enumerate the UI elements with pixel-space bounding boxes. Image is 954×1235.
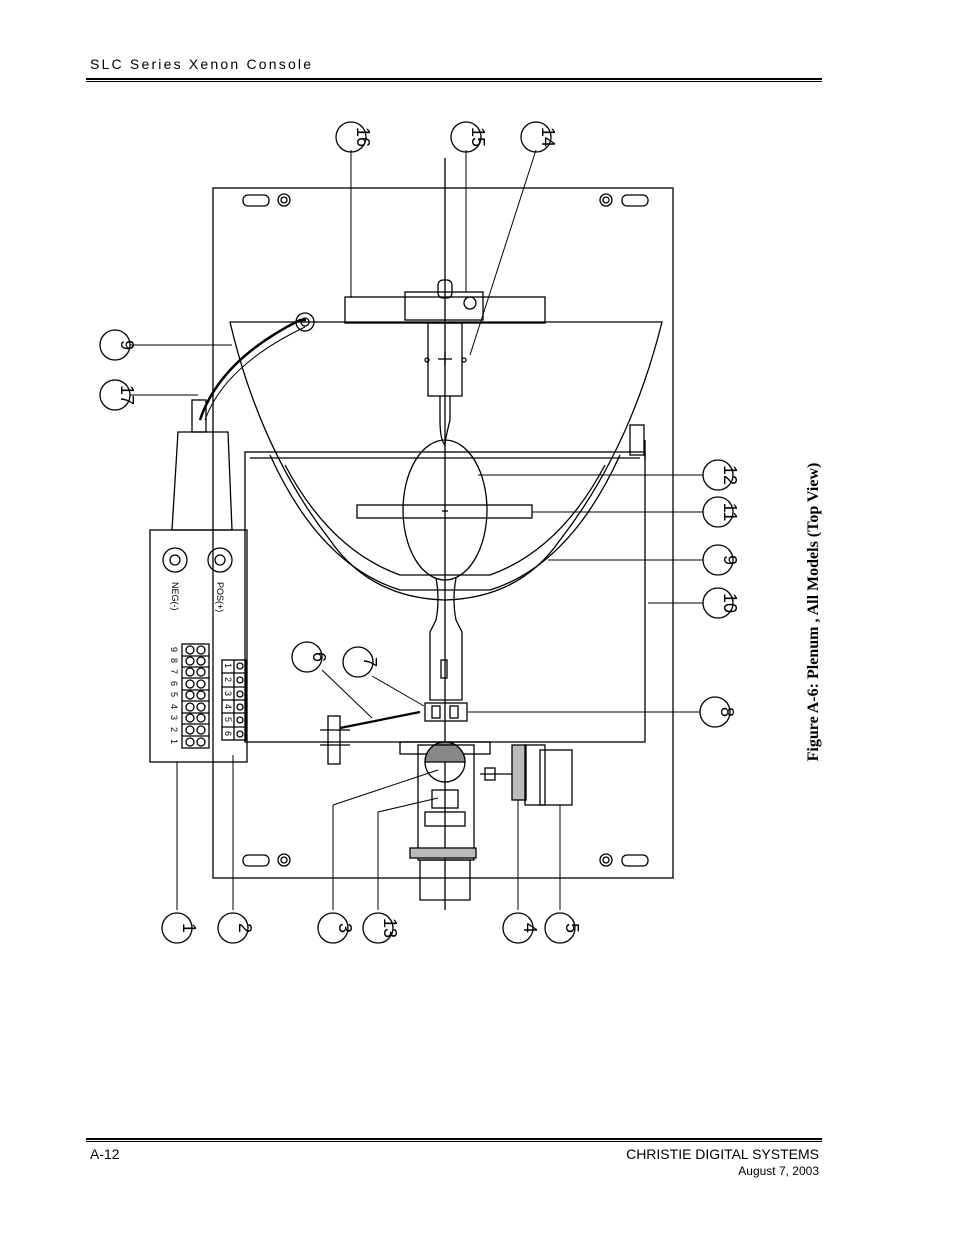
footer-rule: [86, 1138, 822, 1140]
callout-16: 16: [353, 127, 373, 147]
header-rule-thin: [86, 81, 822, 82]
figure-caption: Figure A-6: Plenum , All Models (Top Vie…: [805, 462, 822, 762]
callout-2: 2: [235, 923, 255, 933]
connector-label-4: 4: [223, 704, 233, 709]
callout-8: 8: [717, 707, 737, 717]
callout-9-right: 9: [720, 555, 740, 565]
callout-9-top: 9: [117, 340, 137, 350]
callout-circles: [99, 121, 734, 944]
callout-4: 4: [520, 923, 540, 933]
connector-label-3: 3: [223, 691, 233, 696]
publication-date: August 7, 2003: [738, 1164, 819, 1178]
callout-14: 14: [538, 127, 558, 147]
connector-strip: [221, 659, 247, 741]
connector-label-1: 1: [223, 663, 233, 668]
callout-3: 3: [335, 923, 355, 933]
neg-label: NEG(-): [170, 582, 180, 611]
terminal-label-1: 1: [169, 739, 179, 744]
mounting-slots: [242, 193, 649, 867]
terminal-label-9: 9: [169, 647, 179, 652]
terminal-strip: [181, 643, 210, 749]
base-plate: [212, 187, 674, 879]
terminal-label-6: 6: [169, 681, 179, 686]
callout-numbers: 16 15 14 9 17 12 11 9 10 6 7 8 1 2 3 13 …: [117, 127, 740, 938]
callout-17: 17: [117, 385, 137, 405]
callout-11: 11: [720, 503, 740, 522]
connector-label-2: 2: [223, 677, 233, 682]
leader-lines: [130, 149, 703, 910]
callout-6: 6: [309, 652, 329, 662]
callout-5: 5: [562, 923, 582, 933]
running-header: SLC Series Xenon Console: [90, 56, 314, 72]
connector-label-6: 6: [223, 731, 233, 736]
footer-rule-thin: [86, 1141, 822, 1142]
terminal-label-2: 2: [169, 727, 179, 732]
terminal-label-7: 7: [169, 669, 179, 674]
terminal-label-4: 4: [169, 704, 179, 709]
terminal-label-8: 8: [169, 658, 179, 663]
terminal-label-5: 5: [169, 692, 179, 697]
igniter-housing: [149, 529, 248, 763]
callout-12: 12: [720, 465, 740, 485]
reflector: [229, 321, 663, 601]
connector-label-5: 5: [223, 717, 233, 722]
callout-10: 10: [720, 593, 740, 613]
company-name: CHRISTIE DIGITAL SYSTEMS: [626, 1146, 819, 1162]
pos-label: POS(+): [215, 582, 225, 612]
header-rule: [86, 78, 822, 80]
callout-15: 15: [468, 127, 488, 147]
page-number: A-12: [90, 1146, 120, 1162]
callout-1: 1: [179, 923, 199, 933]
callout-13: 13: [380, 918, 400, 938]
callout-7: 7: [360, 657, 380, 667]
lamp-bulb: [402, 439, 488, 581]
terminal-label-3: 3: [169, 715, 179, 720]
